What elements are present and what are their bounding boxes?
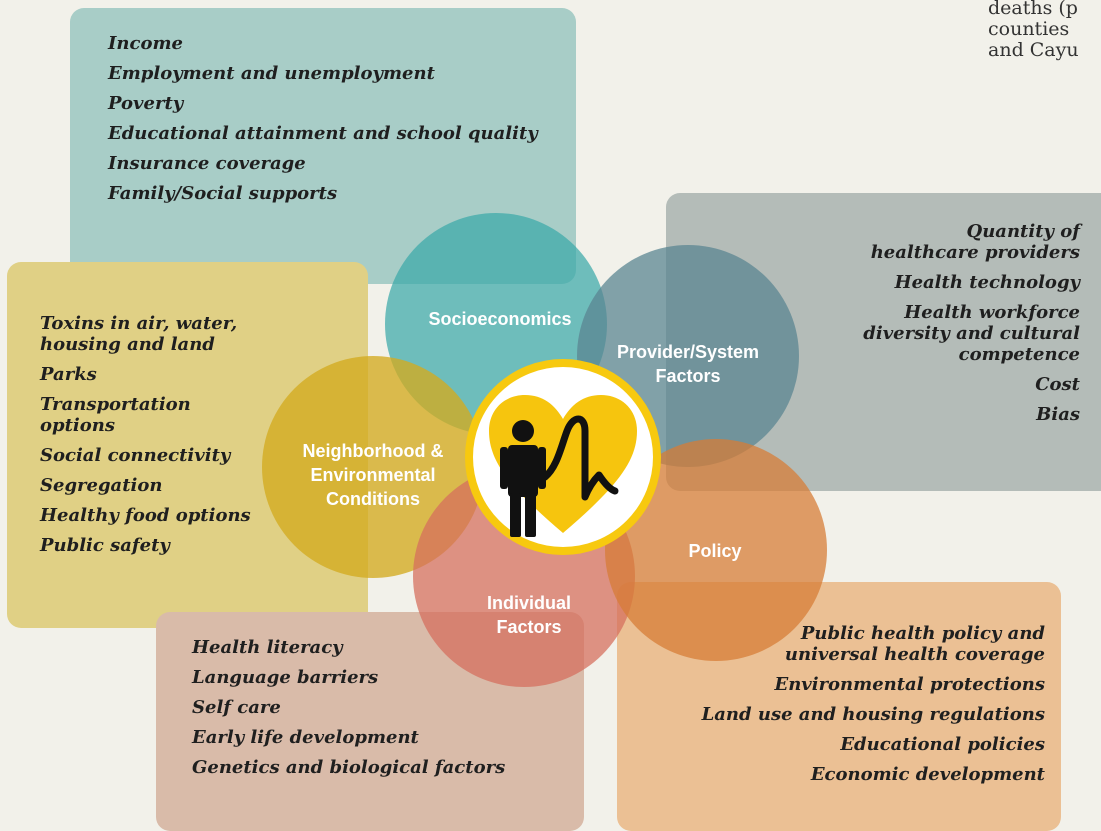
person-and-heart-icon: [465, 359, 661, 555]
list-item: Employment and unemployment: [108, 63, 435, 84]
list-item: Segregation: [40, 475, 163, 496]
list-item: Educational attainment and school qualit…: [108, 123, 538, 144]
list-item: Quantity of healthcare providers: [870, 221, 1080, 263]
list-item: Early life development: [192, 727, 419, 748]
individual-label: Individual Factors: [486, 593, 571, 637]
list-item: Toxins in air, water, housing and land: [40, 313, 238, 355]
list-item: Transportation options: [40, 394, 191, 436]
corner-text-line: and Cayu: [988, 39, 1079, 61]
list-item: Insurance coverage: [108, 153, 306, 174]
list-item: Family/Social supports: [108, 183, 338, 204]
list-item: Health technology: [894, 272, 1080, 293]
corner-text: deaths (p counties and Cayu: [988, 0, 1101, 61]
neighborhood-label: Neighborhood & Environmental Conditions: [302, 441, 444, 509]
list-item: Cost: [1035, 374, 1080, 395]
list-item: Language barriers: [192, 667, 379, 688]
list-item: Self care: [192, 697, 281, 718]
list-item: Public health policy and universal healt…: [784, 623, 1045, 665]
pulse-line: [541, 415, 619, 501]
list-item: Genetics and biological factors: [192, 757, 506, 778]
list-item: Social connectivity: [40, 445, 231, 466]
list-item: Environmental protections: [774, 674, 1045, 695]
policy-list: Public health policy and universal healt…: [640, 623, 1045, 794]
list-item: Educational policies: [840, 734, 1045, 755]
neighborhood-list: Toxins in air, water, housing and land P…: [40, 313, 340, 565]
list-item: Land use and housing regulations: [701, 704, 1045, 725]
person-figure: [500, 420, 546, 537]
corner-text-line: deaths (p: [988, 0, 1078, 19]
socioeconomics-label: Socioeconomics: [428, 309, 572, 329]
list-item: Health workforce diversity and cultural …: [863, 302, 1080, 365]
individual-list: Health literacy Language barriers Self c…: [192, 637, 572, 787]
list-item: Income: [108, 33, 183, 54]
provider-list: Quantity of healthcare providers Health …: [800, 221, 1080, 434]
list-item: Health literacy: [192, 637, 343, 658]
corner-text-line: counties: [988, 18, 1070, 40]
socioeconomics-list: Income Employment and unemployment Pover…: [108, 33, 548, 213]
list-item: Poverty: [108, 93, 184, 114]
policy-label: Policy: [688, 541, 742, 561]
list-item: Economic development: [810, 764, 1045, 785]
list-item: Healthy food options: [40, 505, 251, 526]
list-item: Parks: [40, 364, 97, 385]
list-item: Bias: [1036, 404, 1080, 425]
list-item: Public safety: [40, 535, 170, 556]
provider-label: Provider/System Factors: [616, 342, 760, 386]
